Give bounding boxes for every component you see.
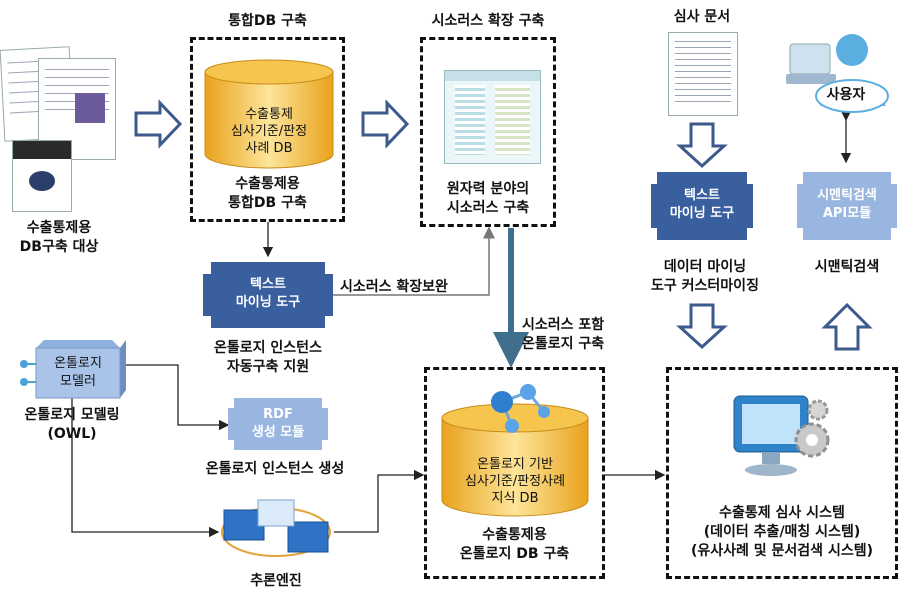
integrated-db-title: 통합DB 구축 [228,13,307,29]
hollow-arrow-up [821,302,873,351]
document-photo [75,93,105,123]
inference-engine-icon [221,499,331,557]
inference-engine-caption: 추론엔진 [250,573,302,589]
ontology-db-cylinder [441,384,589,517]
thesaurus-box [420,37,556,227]
semantic-api-caption: 시맨틱검색 [814,259,880,275]
hollow-arrow-down-2 [676,303,728,350]
monitor-gear-icon [733,395,830,476]
ontology-modeler-box [20,340,126,399]
ontology-modeler-caption: 온톨로지 모델링(OWL) [24,407,120,442]
document-thumbnail [38,58,116,160]
document-cover [12,140,72,212]
hollow-arrow-2 [361,99,410,149]
integrated-db-box [190,37,345,222]
thesaurus-supplement-label: 시소러스 확장보완 [340,279,448,295]
rdf-module-chevron [228,398,328,450]
hollow-arrow-down-1 [676,122,728,169]
thesaurus-title: 시소러스 확장 구축 [431,13,545,29]
ontology-db-cylinder-text: 온톨로지 기반 심사기준/판정사례 지식 DB [464,457,566,506]
hollow-arrow-1 [134,99,183,149]
ontology-db-box [424,367,605,579]
integrated-db-cylinder [204,59,334,169]
text-mining-right-chevron [651,172,753,240]
review-docs-title: 심사 문서 [673,9,731,25]
rdf-module-caption: 온톨로지 인스턴스 생성 [205,461,345,477]
export-control-system-box [666,367,898,579]
text-mining-mid-chevron [203,262,333,328]
export-control-system-caption: 수출통제 심사 시스템 (데이터 추출/매칭 시스템) (유사사례 및 문서검색… [691,505,873,559]
semantic-api-chevron [797,172,897,240]
thesaurus-table-thumbnail [444,70,541,164]
user-icon [786,34,889,113]
user-label: 사용자 [826,87,866,103]
review-docs-thumbnail [668,32,738,116]
molecule-icon [491,384,550,433]
integrated-db-cylinder-text: 수출통제 심사기준/판정 사례 DB [230,107,308,156]
